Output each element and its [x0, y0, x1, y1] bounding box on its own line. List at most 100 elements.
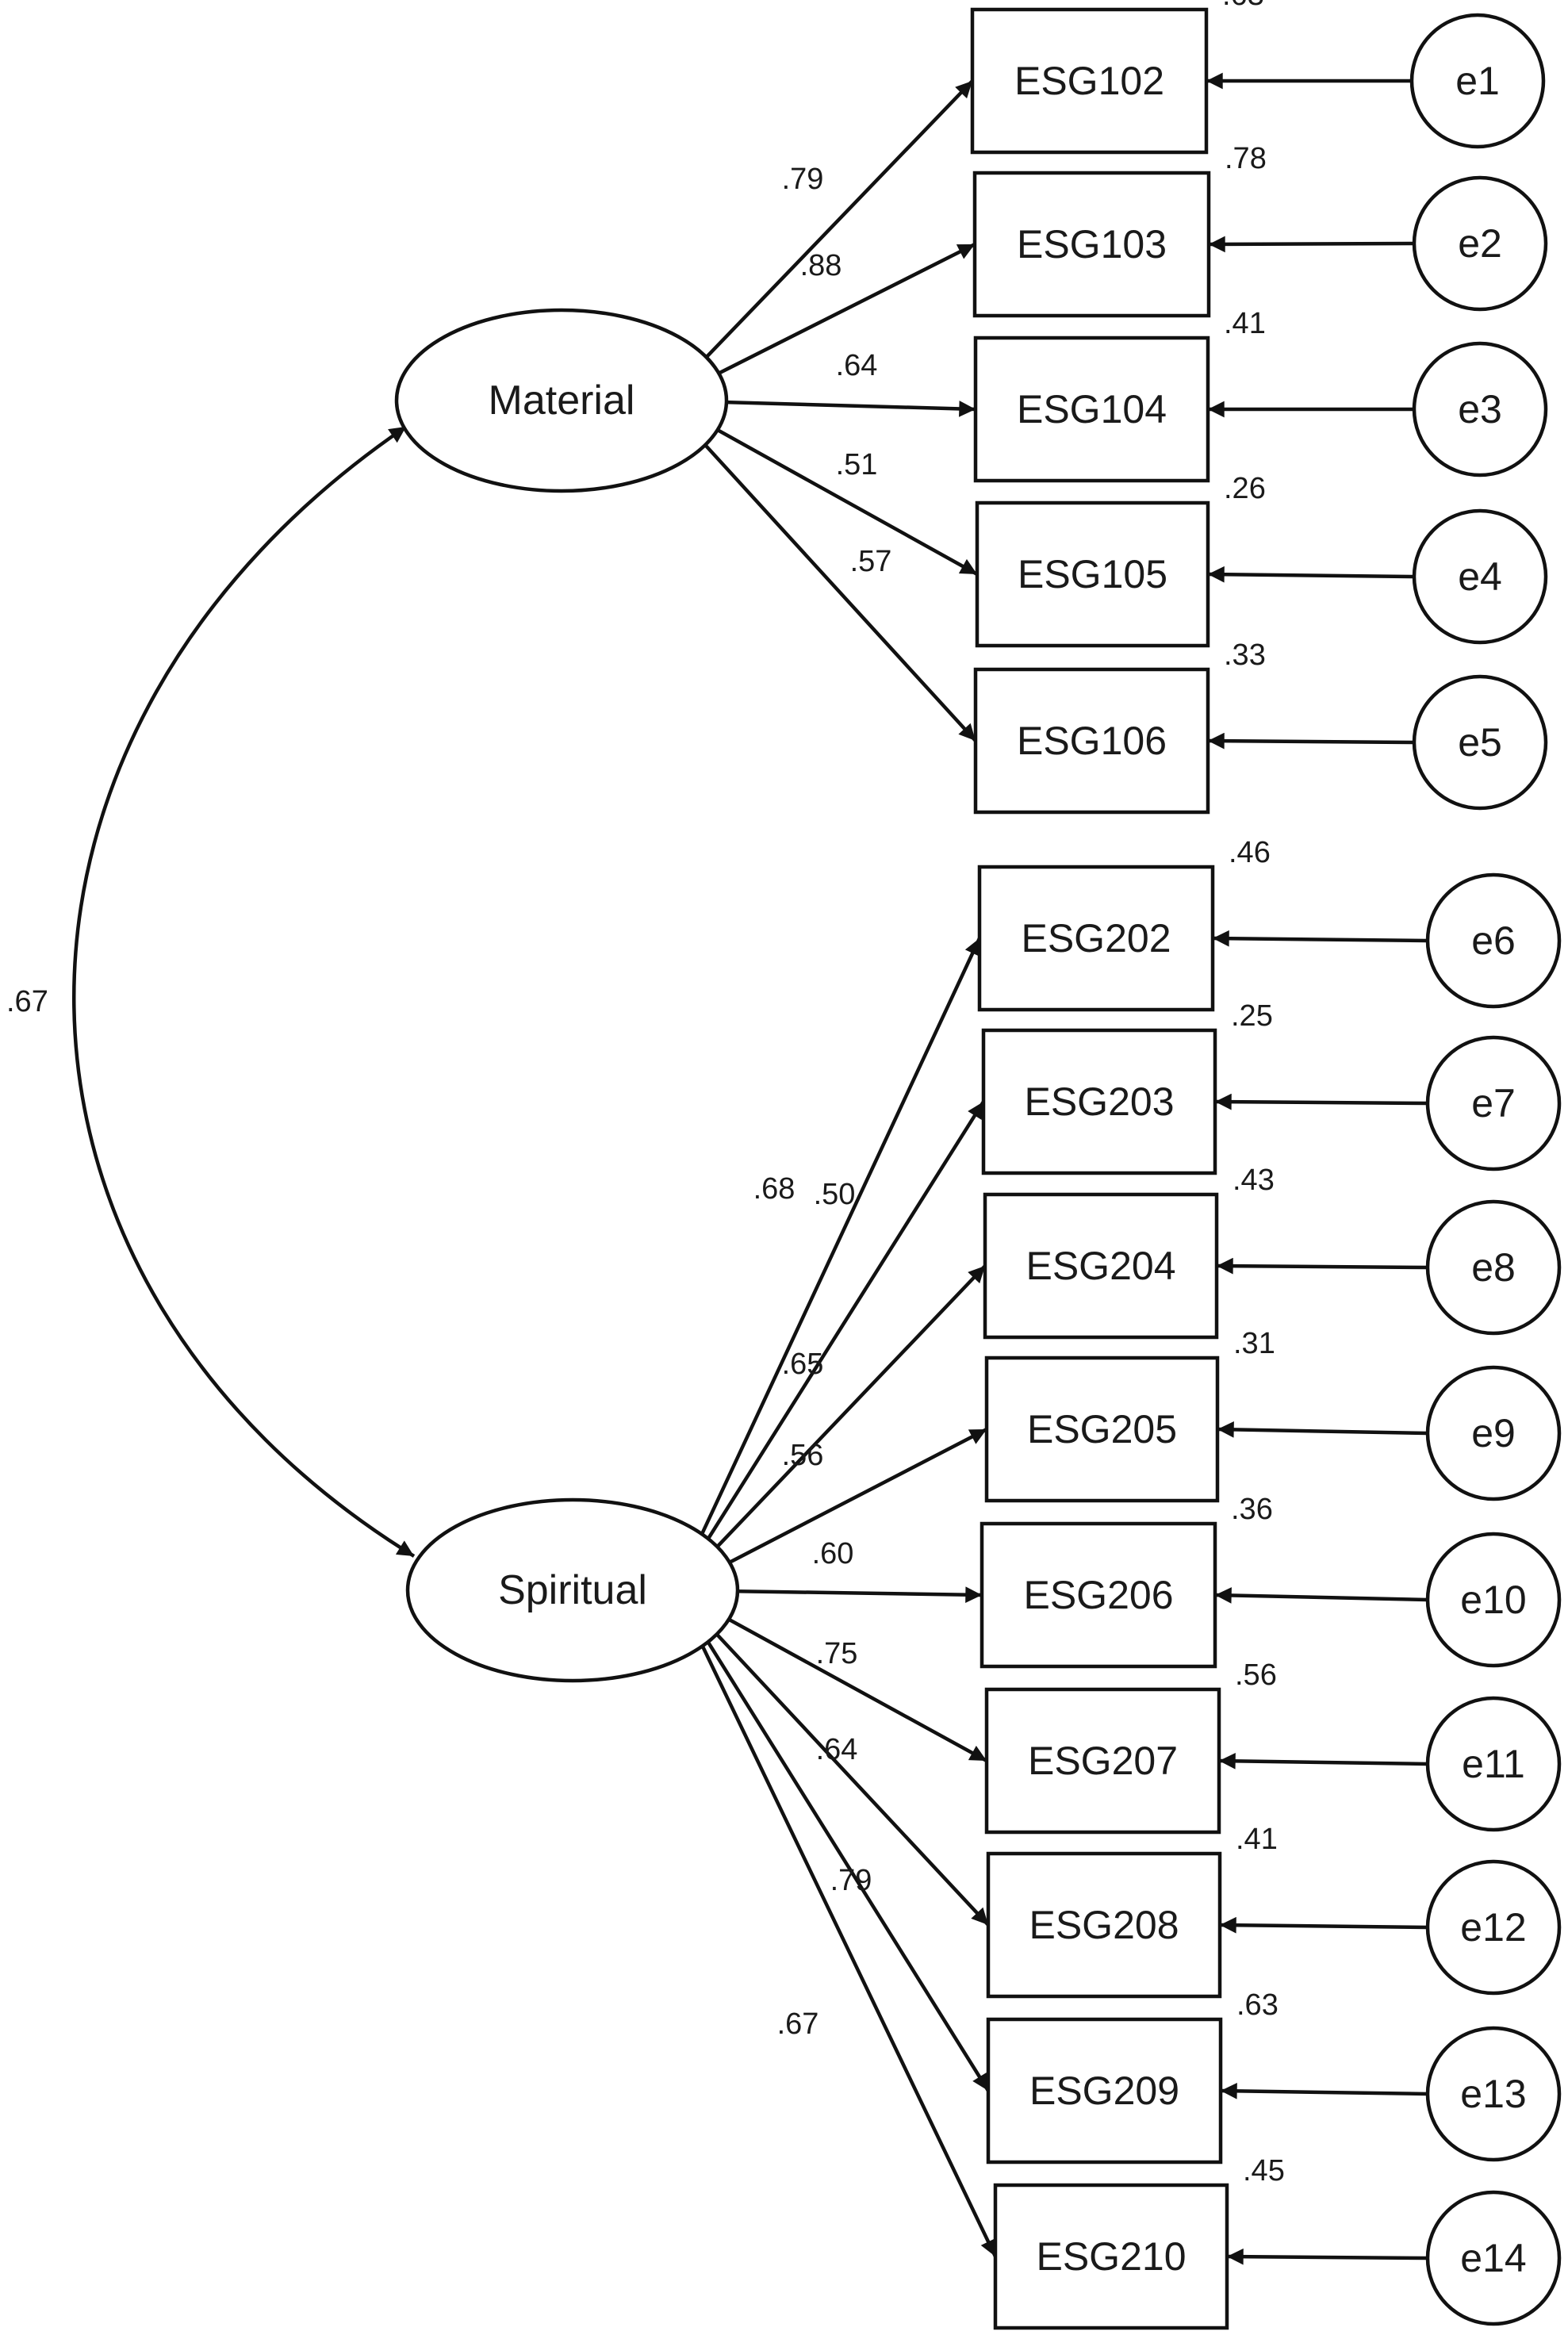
indicator-esg206: ESG206 [980, 1521, 1217, 1669]
loading-arrow [674, 1589, 990, 1927]
error-arrow [1212, 930, 1428, 947]
error-arrow [1226, 2248, 1428, 2265]
indicator-label: ESG208 [1029, 1903, 1179, 1947]
error-term-e1: e1 [1409, 13, 1546, 149]
indicator-label: ESG202 [1021, 916, 1171, 961]
error-label: e1 [1455, 59, 1500, 103]
error-arrow [1218, 1752, 1428, 1770]
indicator-esg105: ESG105 [975, 500, 1210, 648]
loading-label: .50 [814, 1178, 856, 1211]
indicator-label: ESG207 [1028, 1739, 1178, 1783]
indicator-esg104: ESG104 [973, 336, 1210, 483]
error-label: e3 [1458, 387, 1502, 431]
indicator-esg202: ESG202 [977, 865, 1215, 1012]
error-term-e9: e9 [1425, 1365, 1562, 1501]
error-arrow [1217, 1421, 1428, 1438]
r-squared-label: .63 [1236, 1988, 1279, 2022]
indicator-esg205: ESG205 [984, 1355, 1220, 1503]
error-label: e7 [1471, 1081, 1516, 1125]
latent-label: Spiritual [498, 1567, 647, 1613]
loading-arrow [674, 1100, 985, 1592]
latent-material: Material [394, 308, 729, 493]
error-arrows [1206, 72, 1428, 2265]
coefficient-labels: .63.79.78.88.41.64.26.51.33.57.46.68.25.… [753, 0, 1285, 2188]
error-term-e13: e13 [1425, 2026, 1562, 2162]
error-label: e11 [1462, 1742, 1525, 1786]
error-term-e7: e7 [1425, 1035, 1562, 1171]
r-squared-label: .45 [1243, 2154, 1285, 2188]
loading-label: .57 [850, 545, 892, 578]
error-term-e8: e8 [1425, 1199, 1562, 1336]
error-label: e9 [1471, 1411, 1516, 1455]
indicator-label: ESG103 [1017, 222, 1167, 266]
indicator-label: ESG209 [1029, 2069, 1179, 2113]
error-label: e13 [1460, 2072, 1526, 2116]
error-label: e4 [1458, 554, 1502, 599]
indicator-label: ESG106 [1017, 719, 1167, 763]
r-squared-label: .41 [1236, 1823, 1278, 1856]
r-squared-label: .43 [1233, 1164, 1275, 1197]
error-arrow [1219, 1916, 1428, 1934]
loading-arrow [673, 938, 982, 1591]
error-terms: e1 e2 e3 e4 e5 e6 e7 e8 e9 e10 e11 e12 e13 e14 [1409, 13, 1562, 2326]
indicator-esg102: ESG102 [970, 7, 1209, 155]
error-term-e11: e11 [1425, 1696, 1562, 1832]
indicator-label: ESG210 [1036, 2234, 1186, 2279]
error-arrow [1207, 732, 1415, 750]
loading-label: .79 [782, 163, 824, 196]
indicator-esg106: ESG106 [973, 667, 1210, 815]
indicator-esg204: ESG204 [983, 1192, 1219, 1340]
loading-label: .88 [800, 249, 842, 282]
error-label: e8 [1471, 1245, 1516, 1290]
indicator-label: ESG203 [1024, 1079, 1174, 1124]
loading-arrow [663, 399, 977, 742]
r-squared-label: .25 [1231, 999, 1273, 1033]
loading-label: .75 [816, 1637, 858, 1670]
error-term-e12: e12 [1425, 1859, 1562, 1996]
covariance-arc [72, 425, 416, 1558]
error-label: e14 [1460, 2236, 1526, 2280]
error-term-e5: e5 [1412, 674, 1548, 811]
error-arrow [1216, 1257, 1428, 1275]
error-arrow [1214, 1093, 1428, 1110]
indicator-label: ESG206 [1023, 1573, 1173, 1617]
loading-arrow [674, 1589, 990, 2092]
loading-label: .79 [830, 1864, 872, 1897]
error-term-e6: e6 [1425, 872, 1562, 1009]
error-term-e10: e10 [1425, 1532, 1562, 1668]
error-term-e2: e2 [1412, 175, 1548, 312]
loading-label: .65 [782, 1348, 824, 1381]
indicator-esg203: ESG203 [981, 1028, 1217, 1175]
error-term-e3: e3 [1412, 341, 1548, 477]
loading-arrow [674, 1264, 987, 1592]
error-arrow [1214, 1587, 1428, 1604]
r-squared-label: .31 [1233, 1327, 1275, 1360]
loading-label: .67 [777, 2007, 819, 2041]
loading-label: .64 [836, 349, 878, 382]
indicator-label: ESG105 [1018, 552, 1167, 596]
r-squared-label: .46 [1229, 836, 1271, 869]
loading-label: .64 [816, 1733, 858, 1766]
error-label: e12 [1460, 1905, 1526, 1950]
indicator-label: ESG205 [1027, 1407, 1177, 1451]
r-squared-label: .56 [1235, 1658, 1277, 1692]
loading-label: .68 [753, 1172, 796, 1206]
indicator-boxes: ESG102ESG103ESG104ESG105ESG106ESG202ESG2… [970, 7, 1229, 2330]
error-arrow [1208, 236, 1415, 253]
error-label: e6 [1471, 918, 1516, 963]
r-squared-label: .36 [1231, 1493, 1273, 1526]
r-squared-label: .41 [1224, 307, 1266, 340]
indicator-esg207: ESG207 [984, 1687, 1221, 1835]
indicator-label: ESG204 [1026, 1244, 1175, 1288]
loading-arrow [673, 1589, 998, 2257]
r-squared-label: .63 [1222, 0, 1264, 12]
latent-label: Material [489, 378, 635, 424]
r-squared-label: .33 [1224, 638, 1266, 672]
loading-arrow [663, 79, 974, 402]
indicator-esg103: ESG103 [972, 171, 1211, 318]
error-arrow [1220, 2082, 1428, 2099]
latent-spiritual: Spiritual [405, 1497, 740, 1683]
loading-label: .51 [836, 448, 878, 481]
error-arrow [1207, 566, 1415, 583]
